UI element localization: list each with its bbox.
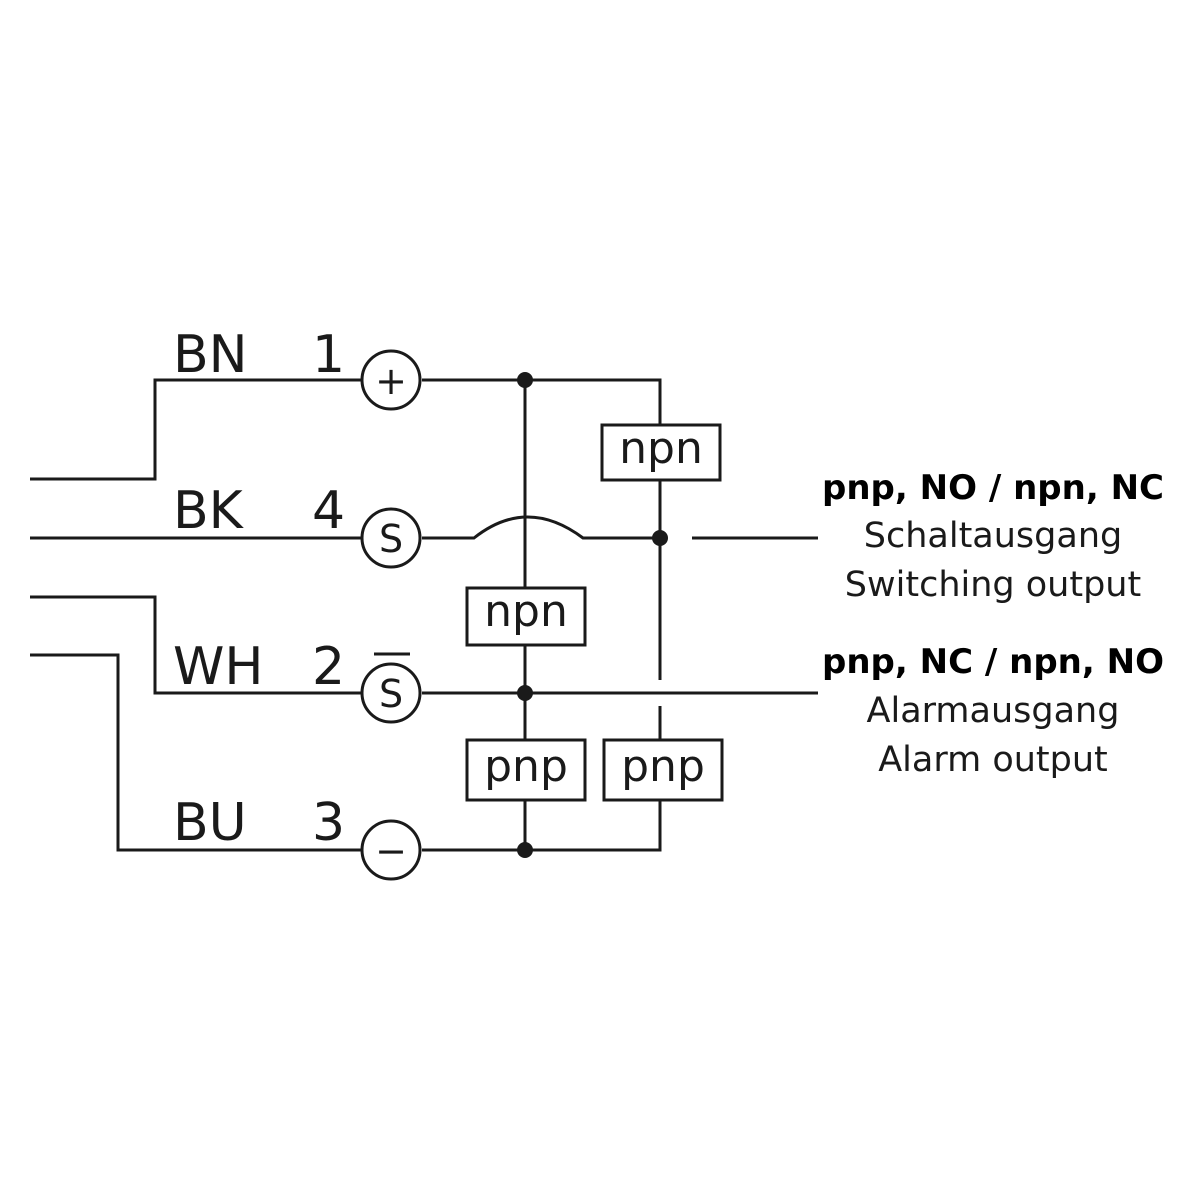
box-pnp-left: pnp bbox=[465, 738, 587, 802]
terminal-switching: S bbox=[360, 507, 422, 569]
wire-wh bbox=[30, 595, 362, 695]
alarm-output-heading: pnp, NC / npn, NO bbox=[822, 642, 1164, 682]
junction-dot-alarm bbox=[517, 685, 533, 701]
rail-plus bbox=[422, 378, 662, 425]
svg-text:S: S bbox=[379, 517, 403, 561]
switching-output-de: Schaltausgang bbox=[864, 516, 1122, 556]
switching-line bbox=[422, 515, 660, 540]
terminal-plus: + bbox=[360, 349, 422, 411]
box-pnp-right: pnp bbox=[602, 738, 724, 802]
alarm-output-en: Alarm output bbox=[878, 740, 1108, 780]
wire-color-bu: BU bbox=[173, 793, 247, 853]
svg-text:−: − bbox=[375, 829, 407, 873]
terminal-alarm-inverted: S bbox=[360, 652, 422, 724]
alarm-output-de: Alarmausgang bbox=[867, 691, 1120, 731]
svg-text:npn: npn bbox=[619, 423, 703, 474]
pin-number-3: 3 bbox=[312, 793, 345, 853]
wire-color-bk: BK bbox=[173, 481, 245, 541]
switching-output-heading: pnp, NO / npn, NC bbox=[822, 468, 1164, 508]
wire-color-bn: BN bbox=[173, 325, 248, 385]
svg-text:pnp: pnp bbox=[621, 741, 705, 792]
wire-color-wh: WH bbox=[173, 637, 264, 697]
svg-text:pnp: pnp bbox=[484, 741, 568, 792]
junction-dot-minus bbox=[517, 842, 533, 858]
svg-text:+: + bbox=[375, 359, 407, 403]
svg-text:S: S bbox=[379, 672, 403, 716]
junction-dot-plus bbox=[517, 372, 533, 388]
wire-bn bbox=[30, 378, 362, 481]
svg-text:npn: npn bbox=[484, 586, 568, 637]
switching-output-en: Switching output bbox=[845, 565, 1141, 605]
junction-dot-switching bbox=[652, 530, 668, 546]
rail-minus bbox=[422, 800, 662, 852]
pin-number-4: 4 bbox=[312, 481, 345, 541]
wire-bu bbox=[30, 653, 362, 852]
box-npn-right: npn bbox=[600, 423, 722, 482]
box-npn-left: npn bbox=[465, 586, 587, 647]
terminal-minus: − bbox=[360, 819, 422, 881]
pin-number-1: 1 bbox=[312, 325, 345, 385]
pin-number-2: 2 bbox=[312, 637, 345, 697]
